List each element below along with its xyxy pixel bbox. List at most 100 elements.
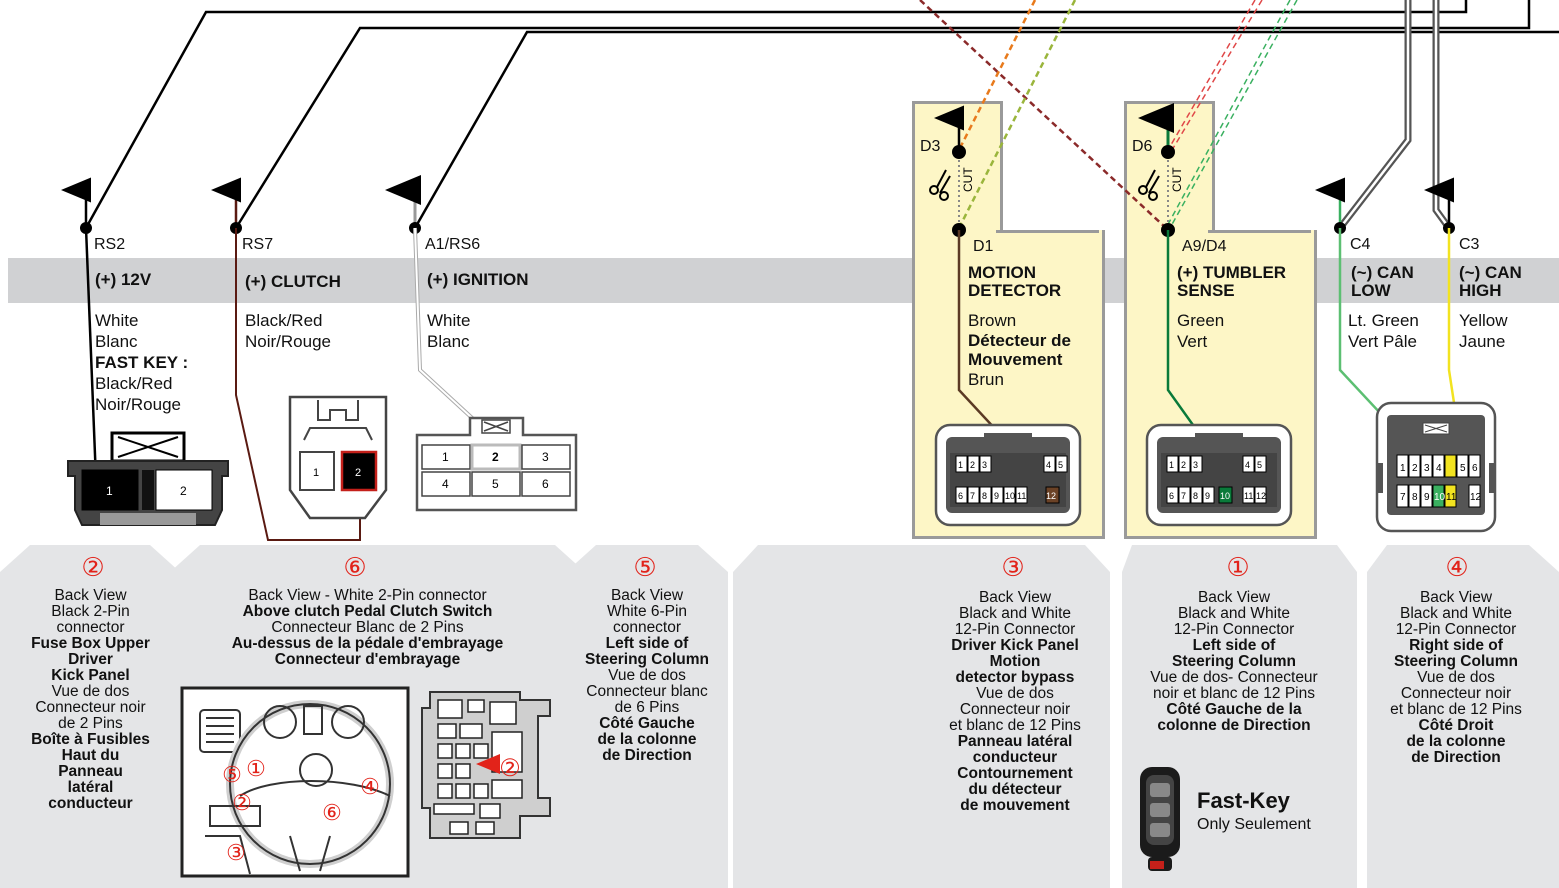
location-marker: ⑤ — [222, 762, 242, 787]
location-line: Connecteur blanc — [586, 683, 708, 700]
svg-text:9: 9 — [1205, 491, 1210, 501]
svg-text:10: 10 — [1434, 492, 1446, 503]
location-line: connector — [56, 619, 125, 636]
svg-text:8: 8 — [982, 491, 987, 501]
location-marker: ① — [246, 756, 266, 781]
svg-text:5: 5 — [1058, 460, 1063, 470]
location-line: de 2 Pins — [58, 715, 123, 732]
svg-text:10: 10 — [1220, 491, 1230, 501]
location-line: Steering Column — [1393, 653, 1518, 670]
location-line: Panneau — [58, 763, 123, 780]
location-line: 12-Pin Connector — [954, 621, 1076, 638]
location-line: Kick Panel — [51, 667, 130, 684]
function-heading: (+) 12V — [95, 270, 152, 289]
location-line: Back View — [1197, 589, 1271, 606]
location-marker: ① — [1226, 552, 1250, 582]
svg-text:11: 11 — [1017, 491, 1026, 501]
location-line: Right side of — [1409, 637, 1503, 654]
location-marker: ② — [232, 790, 252, 815]
svg-text:1: 1 — [1400, 463, 1406, 474]
location-marker: ⑥ — [322, 800, 342, 825]
location-line: noir et blanc de 12 Pins — [1153, 685, 1315, 702]
location-line: Above clutch Pedal Clutch Switch — [242, 603, 493, 620]
black-2pin-connector — [67, 431, 229, 526]
location-line: Fuse Box Upper — [31, 635, 150, 652]
svg-text:8: 8 — [1412, 492, 1418, 503]
location-line: Connecteur Blanc de 2 Pins — [271, 619, 464, 636]
location-line: Back View — [54, 587, 127, 604]
location-line: Black and White — [959, 605, 1071, 622]
svg-text:5: 5 — [1460, 463, 1466, 474]
svg-text:4: 4 — [1046, 460, 1051, 470]
location-line: Haut du — [61, 747, 120, 764]
location-line: Back View — [1419, 589, 1493, 606]
location-line: Steering Column — [1171, 653, 1296, 670]
white-6pin-connector — [415, 416, 578, 512]
svg-text:6: 6 — [542, 477, 549, 491]
svg-text:10: 10 — [1005, 491, 1015, 501]
svg-text:9: 9 — [994, 491, 999, 501]
pin-label: RS7 — [242, 236, 274, 253]
location-line: Left side of — [605, 635, 689, 652]
location-line: Vue de dos — [1417, 669, 1495, 686]
svg-text:1: 1 — [313, 467, 319, 479]
location-line: Connecteur noir — [959, 701, 1071, 718]
location-line: Motion — [989, 653, 1041, 670]
location-line: Back View — [610, 587, 684, 604]
location-line: Connecteur noir — [35, 699, 146, 716]
location-line: Boîte à Fusibles — [31, 731, 150, 748]
location-marker: ④ — [1445, 552, 1469, 582]
location-line: de Direction — [602, 747, 692, 764]
location-line: Contournement — [957, 765, 1073, 782]
svg-text:1: 1 — [106, 484, 113, 498]
tumbler-12pin-connector — [1145, 423, 1293, 527]
location-line: Connecteur noir — [1400, 685, 1512, 702]
pin-label: D3 — [920, 138, 941, 155]
motion-12pin-connector — [934, 423, 1082, 527]
location-line: detector bypass — [955, 669, 1075, 686]
location-line: 12-Pin Connector — [1395, 621, 1517, 638]
location-line: Black 2-Pin — [51, 603, 130, 620]
location-marker: ④ — [360, 774, 380, 799]
fast-key-title: Fast-Key — [1197, 788, 1290, 813]
cut-label: CUT — [961, 167, 975, 192]
dashboard-illustration: ⑤ ① ② ⑥ ④ ③ — [180, 686, 410, 878]
location-line: et blanc de 12 Pins — [1390, 701, 1522, 718]
svg-text:12: 12 — [1256, 491, 1266, 501]
svg-text:12: 12 — [1470, 492, 1482, 503]
pin-label: RS2 — [94, 236, 126, 253]
pin-label: D6 — [1132, 138, 1153, 155]
location-line: Left side of — [1192, 637, 1276, 654]
svg-text:4: 4 — [442, 477, 449, 491]
svg-text:3: 3 — [982, 460, 987, 470]
location-line: colonne de Direction — [1157, 717, 1311, 734]
svg-text:1: 1 — [958, 460, 963, 470]
location-line: Driver Kick Panel — [951, 637, 1079, 654]
location-line: Connecteur d'embrayage — [274, 651, 461, 668]
location-line: Back View - White 2-Pin connector — [248, 587, 487, 604]
location-line: Panneau latéral — [957, 733, 1073, 750]
location-marker: ③ — [1001, 552, 1025, 582]
location-line: conducteur — [48, 795, 133, 812]
location-marker: ② — [81, 552, 105, 582]
location-line: Driver — [68, 651, 113, 668]
svg-text:4: 4 — [1436, 463, 1442, 474]
pin-label: A9/D4 — [1182, 238, 1227, 255]
cut-label: CUT — [1170, 167, 1184, 192]
svg-text:2: 2 — [355, 467, 361, 479]
location-line: conducteur — [972, 749, 1058, 766]
svg-text:12: 12 — [1046, 491, 1056, 501]
location-line: latéral — [67, 779, 114, 796]
svg-text:2: 2 — [970, 460, 975, 470]
